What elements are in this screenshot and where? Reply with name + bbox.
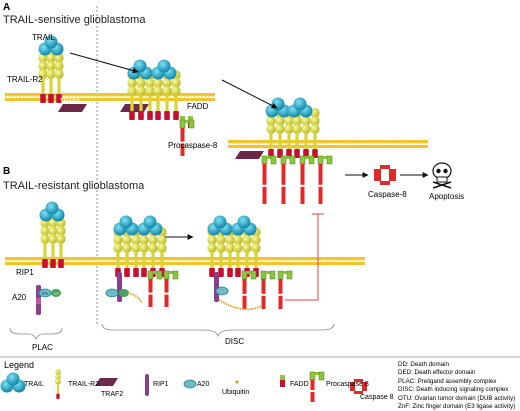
panel-a-letter: A — [3, 2, 11, 13]
rip1-shape — [117, 272, 122, 302]
trail-r2-receptor — [48, 218, 58, 268]
disc-label: DISC — [225, 337, 245, 346]
trail-r2-label: TRAIL-R2 — [7, 75, 43, 84]
legend-fadd-label: FADD — [290, 381, 309, 388]
procaspase-8 — [241, 270, 257, 309]
arrows — [69, 52, 429, 240]
trail-layer — [38, 35, 313, 236]
arrow-a1 — [69, 52, 139, 74]
traf2-layer — [58, 104, 264, 159]
a20-znf-shape — [119, 289, 129, 297]
a20-znf-shape — [51, 289, 61, 297]
traf2-shape — [235, 151, 264, 159]
legend-rip1-label: RIP1 — [153, 381, 169, 388]
apoptosis-skull-icon — [432, 162, 452, 189]
procaspase-8 — [299, 155, 315, 204]
legend-definition-dd: DD: Death domain — [398, 361, 449, 368]
rip1-legend-icon — [145, 374, 149, 396]
procaspase-8 — [280, 155, 296, 204]
trail-trimer — [151, 59, 177, 80]
traf2-shape — [95, 378, 118, 386]
rip1-a20-complex: OTU ZnF — [36, 285, 61, 315]
active-caspase-8 — [374, 165, 396, 185]
panel-b-title: TRAIL-resistant glioblastoma — [3, 180, 145, 192]
rip1-label: RIP1 — [16, 268, 34, 277]
procaspase-8 — [163, 270, 179, 307]
disc-rip1-group — [105, 272, 262, 311]
trail-r2-receptor — [157, 227, 167, 277]
fadd-layer — [147, 116, 333, 309]
trail-r2-receptor — [38, 53, 48, 103]
legend-a20-label: A20 — [197, 381, 210, 388]
trail-r2-receptor — [54, 53, 64, 103]
membrane-b — [5, 257, 365, 265]
apoptosis-label: Apoptosis — [429, 192, 465, 201]
inhibition-line — [285, 213, 324, 301]
trail-trimer — [231, 215, 257, 236]
legend-definition-disc: DISC: Death inducing signaling complex — [398, 386, 509, 394]
a20-otu-shape — [105, 288, 119, 298]
procaspase-8 — [309, 371, 325, 402]
trail-label: TRAIL — [32, 33, 55, 42]
trail-r2-receptor — [310, 108, 320, 158]
trail-trimer — [287, 97, 313, 118]
trail-trimer — [38, 35, 64, 56]
procaspase-8 — [261, 155, 277, 204]
caspase8-label: Caspase-8 — [368, 190, 407, 199]
procaspase-8 — [147, 270, 163, 307]
legend-title: Legend — [4, 360, 35, 370]
procaspase-8 — [260, 270, 276, 309]
procaspase-8 — [179, 119, 195, 156]
disc-bracket — [101, 323, 335, 338]
membrane-a — [5, 93, 428, 148]
arrow-a2 — [221, 79, 278, 109]
procaspase-8 — [277, 270, 293, 309]
legend-trail-r2-label: TRAIL-R2 — [68, 381, 100, 388]
svg-text:OTU: OTU — [42, 292, 48, 296]
legend-definition-otu: OTU: Ovarian tumor domain (DUB activity) — [398, 394, 516, 402]
trail-r2-receptor — [55, 369, 61, 399]
svg-text:ZnF: ZnF — [53, 292, 59, 296]
trail-trimer — [39, 201, 65, 222]
legend-procaspase8-label: Procaspase 8 — [326, 381, 369, 388]
legend-definition-plac: PLAC: Preligand assembly complex — [398, 377, 497, 385]
trail-trimer — [137, 215, 163, 236]
trail-trimer — [113, 215, 139, 236]
caspase8-legend-icon — [350, 382, 355, 391]
traf2-shape — [120, 104, 149, 112]
a20-label: A20 — [12, 293, 27, 302]
traf2-shape — [58, 104, 87, 112]
legend-trail-label: TRAIL — [24, 381, 44, 388]
plac-bracket — [9, 327, 63, 341]
legend-traf2-label: TRAF2 — [101, 391, 124, 398]
plac-label: PLAC — [32, 343, 53, 352]
rip1-shape — [214, 272, 219, 302]
a20-legend-icon — [183, 379, 197, 389]
trail-r2-receptor — [46, 53, 56, 103]
fadd-label: FADD — [187, 102, 209, 111]
ubiquitin-legend-icon — [235, 380, 239, 384]
a20-otu-shape — [215, 286, 229, 296]
fadd-adapter — [280, 375, 285, 387]
traf2-label: TRAF2 — [60, 99, 80, 105]
trail-trimer — [0, 372, 26, 393]
trail-r2-receptor — [251, 227, 261, 277]
procaspase-8 — [317, 155, 333, 204]
receptor-layer — [38, 53, 320, 277]
legend-ubiquitin-label: Ubiquitin — [222, 389, 250, 396]
procaspase8-label: Procaspase-8 — [168, 141, 218, 150]
panel-b-letter: B — [3, 166, 11, 177]
legend-definition-znf: ZnF: Zinc finger domain (E3 ligase activ… — [398, 403, 516, 410]
trail-trimer — [207, 215, 233, 236]
legend-icons — [0, 369, 367, 402]
legend-caspase8-label: Caspase 8 — [360, 394, 394, 401]
panel-a-title: TRAIL-sensitive glioblastoma — [3, 14, 146, 26]
legend-definition-ded: DED: Death effector domain — [398, 369, 476, 377]
